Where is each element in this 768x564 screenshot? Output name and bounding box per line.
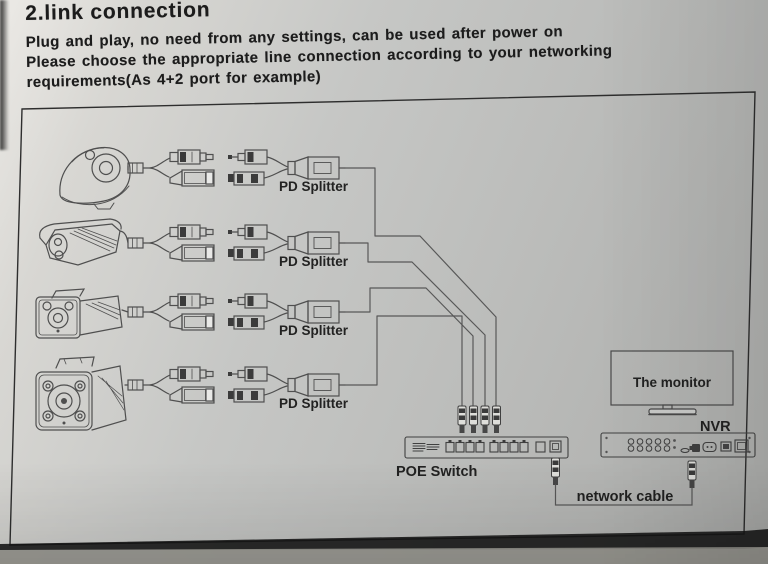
page-edge-shadow — [0, 529, 768, 550]
bullet-camera-side-icon — [39, 218, 129, 266]
poe-switch-label: POE Switch — [396, 464, 477, 480]
monitor-label: The monitor — [633, 375, 712, 390]
network-cable-label: network cable — [577, 489, 674, 505]
pd-splitter-label-4: PD Splitter — [279, 396, 349, 411]
pd-splitter-label-1: PD Splitter — [279, 179, 349, 194]
nvr-label: NVR — [700, 419, 731, 435]
photo-left-edge-shadow — [0, 0, 9, 150]
switch-uplink-plugs — [457, 405, 501, 434]
network-wires — [344, 167, 497, 407]
nvr — [600, 432, 756, 458]
page-edge-below — [0, 547, 768, 564]
pd-splitter-label-3: PD Splitter — [279, 323, 349, 338]
bullet-camera-front-icon — [35, 356, 129, 431]
diagram-frame — [9, 91, 756, 546]
monitor — [610, 350, 734, 416]
box-camera-icon — [35, 288, 129, 339]
dome-camera-icon — [59, 146, 131, 210]
pd-splitter-label-2: PD Splitter — [279, 254, 349, 269]
poe-switch — [404, 436, 569, 459]
network-cable — [551, 457, 697, 506]
